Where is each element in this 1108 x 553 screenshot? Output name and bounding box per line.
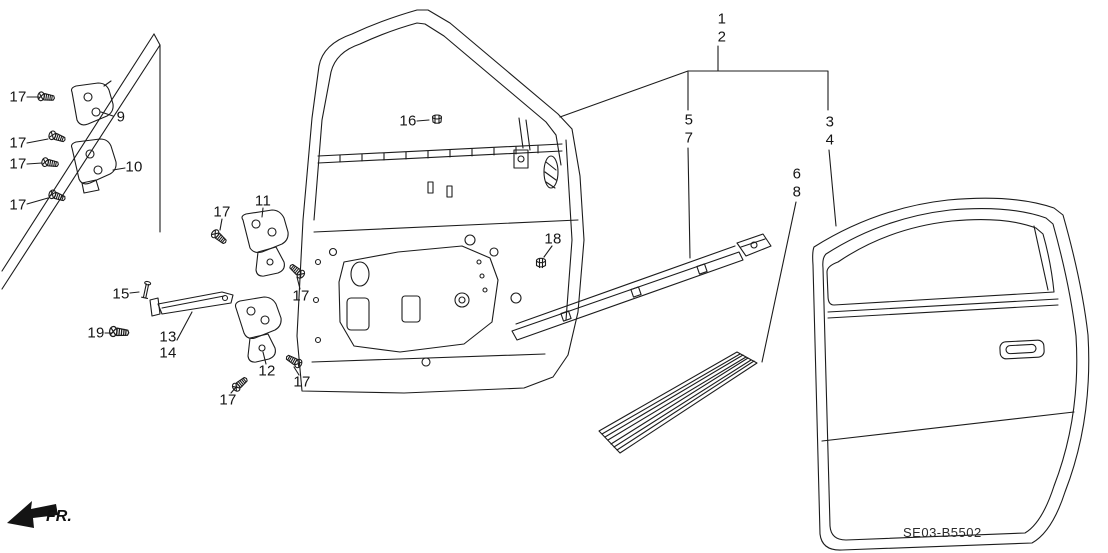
callout-8: 8 <box>792 183 802 201</box>
door-protector-molding-drawing <box>598 351 758 454</box>
callout-17: 17 <box>213 203 231 221</box>
side-molding-drawing <box>511 233 772 341</box>
callout-11: 11 <box>254 192 272 210</box>
diagram-code: SE03-B5502 <box>903 525 982 540</box>
door-checker-drawing <box>149 291 234 317</box>
inner-door-panel-drawing <box>296 9 585 394</box>
door-hinge-lower-rear-drawing <box>234 296 282 363</box>
callout-19: 19 <box>87 324 105 342</box>
checker-pin-drawing <box>141 280 152 300</box>
callout-17: 17 <box>9 155 27 173</box>
callout-3: 3 <box>825 113 835 131</box>
callout-18: 18 <box>544 230 562 248</box>
callout-12: 12 <box>258 362 276 380</box>
callout-4: 4 <box>825 131 835 149</box>
callout-6: 6 <box>792 165 802 183</box>
callout-2: 2 <box>717 28 727 46</box>
callout-9: 9 <box>116 108 126 126</box>
callout-13: 13 <box>159 328 177 346</box>
callout-5: 5 <box>684 111 694 129</box>
door-hinge-upper-rear-drawing <box>241 209 289 277</box>
door-hinge-upper-front-drawing <box>70 80 114 126</box>
outer-door-panel-drawing <box>812 197 1090 551</box>
nut-drawing <box>535 257 547 269</box>
leader-lines <box>26 45 837 394</box>
fr-direction-arrow <box>7 501 58 528</box>
callout-16: 16 <box>399 112 417 130</box>
grommet-drawing <box>431 114 443 124</box>
callout-7: 7 <box>684 129 694 147</box>
callout-15: 15 <box>112 285 130 303</box>
fr-label: FR. <box>46 508 72 525</box>
callout-17: 17 <box>9 134 27 152</box>
door-hinge-lower-front-drawing <box>70 138 117 194</box>
body-side-panel-edge-drawing <box>1 33 161 290</box>
callout-17: 17 <box>9 196 27 214</box>
bolt-drawing <box>108 325 130 339</box>
callout-1: 1 <box>717 10 727 28</box>
callout-17: 17 <box>9 88 27 106</box>
callout-10: 10 <box>125 158 143 176</box>
callout-17: 17 <box>293 373 311 391</box>
callout-17: 17 <box>292 287 310 305</box>
callout-17: 17 <box>219 391 237 409</box>
callout-14: 14 <box>159 344 177 362</box>
